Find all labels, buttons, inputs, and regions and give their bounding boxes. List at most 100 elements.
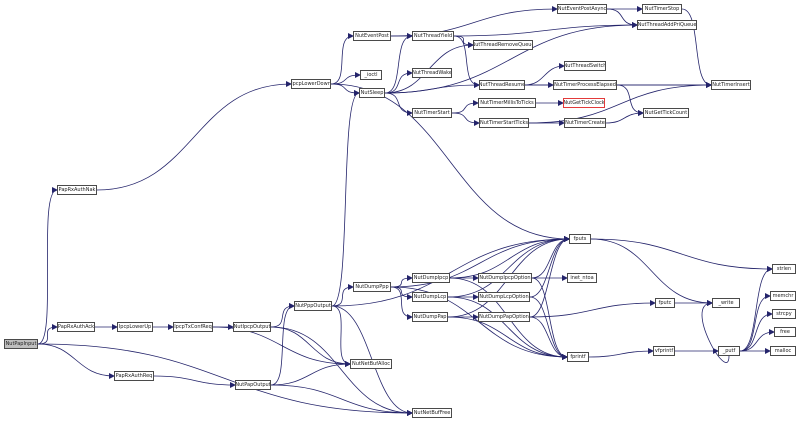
edge-nut-dump-pap-to-fprintf — [447, 316, 568, 360]
node-nut-dump-pap-option[interactable]: NutDumpPapOption — [478, 312, 530, 322]
node-free[interactable]: free — [774, 327, 796, 337]
node-nut-ppp-output[interactable]: NutPppOutput — [294, 301, 332, 311]
node-nut-event-post[interactable]: NutEventPost — [353, 31, 391, 41]
node-nut-event-post-async[interactable]: NutEventPostAsync — [557, 4, 607, 14]
edge-nut-dump-ppp-to-fputs — [390, 236, 570, 288]
node-ipcp-tx-conf-req[interactable]: IpcpTxConfReq — [173, 322, 213, 332]
node-ipcp-lower-down[interactable]: IpcpLowerDown — [291, 79, 331, 89]
edge-nut-timer-process-elapsed-to-nut-get-tick-count — [616, 84, 644, 116]
edge-nut-event-post-async-to-nut-thread-add-pri-queue — [606, 8, 638, 28]
edge-nut-dump-pap-option-to-fprintf — [529, 316, 568, 360]
edge-nut-dump-lcp-option-to-fprintf — [529, 296, 568, 360]
node-nut-thread-add-pri-queue[interactable]: NutThreadAddPriQueue — [637, 20, 697, 30]
edge-nut-timer-start-ticks-to-nut-timer-insert — [528, 82, 712, 124]
edge-fprintf-to-vfprintf — [588, 348, 654, 358]
node-nut-sleep[interactable]: NutSleep — [359, 88, 385, 98]
edge-nut-sleep-to-nut-timer-start — [384, 92, 413, 116]
node-pap-rx-auth-req[interactable]: PapRxAuthReq — [114, 371, 154, 381]
node-vfprintf[interactable]: vfprintf — [653, 346, 675, 356]
node-fprintf[interactable]: fprintf — [567, 352, 589, 362]
edge-nut-pap-input-to-pap-rx-auth-nak — [37, 187, 58, 345]
node-nut-dump-ipcp-option[interactable]: NutDumpIpcpOption — [478, 273, 532, 283]
node-nut-timer-process-elapsed[interactable]: NutTimerProcessElapsed — [553, 80, 617, 90]
node-strlen[interactable]: strlen — [772, 264, 796, 274]
edge-nut-pap-output-to-nut-ppp-output — [270, 303, 295, 386]
edge-u-putf-to-free — [739, 329, 775, 352]
edge-nut-ppp-output-to-nut-sleep — [331, 90, 360, 307]
node-nut-pap-input[interactable]: NutPapInput — [4, 339, 38, 349]
node-u-putf[interactable]: _putf — [718, 346, 740, 356]
node-nut-ipcp-output[interactable]: NutIpcpOutput — [233, 322, 271, 332]
edge-nut-thread-yield-to-nut-thread-add-pri-queue — [453, 22, 638, 37]
node-nut-timer-stop[interactable]: NutTimerStop — [642, 4, 682, 14]
node-nut-dump-pap[interactable]: NutDumpPap — [412, 312, 448, 322]
edge-nut-sleep-to-nut-thread-yield — [384, 33, 413, 94]
node-nut-dump-ipcp[interactable]: NutDumpIpcp — [412, 273, 450, 283]
edge-nut-ipcp-output-to-nut-ppp-output — [270, 303, 295, 328]
edge-nut-dump-lcp-to-fprintf — [447, 296, 568, 360]
edge-nut-dump-ppp-to-nut-dump-ipcp — [390, 275, 413, 288]
node-u-write[interactable]: _write — [712, 298, 740, 308]
node-pap-rx-auth-nak[interactable]: PapRxAuthNak — [57, 185, 97, 195]
edge-pap-rx-auth-req-to-nut-pap-output — [153, 375, 236, 388]
node-nut-timer-start-ticks[interactable]: NutTimerStartTicks — [479, 118, 529, 128]
edge-nut-pap-input-to-nut-net-buf-free — [37, 343, 413, 416]
edge-nut-dump-ipcp-to-fputs — [449, 236, 570, 279]
edge-nut-dump-lcp-to-fputs — [447, 236, 570, 298]
edge-nut-dump-pap-option-to-fputs — [529, 236, 570, 318]
edge-nut-timer-create-to-nut-get-tick-count — [605, 110, 644, 124]
node-nut-get-tick-clock[interactable]: NutGetTickClock — [563, 98, 605, 108]
node-nut-timer-millis-to-ticks[interactable]: NutTimerMillisToTicks — [478, 98, 536, 108]
node-nut-dump-lcp[interactable]: NutDumpLcp — [412, 292, 448, 302]
edge-nut-dump-ipcp-option-to-fprintf — [531, 277, 568, 360]
edge-nut-ppp-output-to-nut-net-buf-alloc — [331, 305, 351, 367]
node-nut-thread-switch[interactable]: NutThreadSwitch — [564, 61, 606, 71]
node-nut-timer-insert[interactable]: NutTimerInsert — [711, 80, 751, 90]
edge-nut-sleep-to-nut-thread-wake — [384, 70, 413, 94]
node-malloc[interactable]: malloc — [770, 346, 796, 356]
node-memchr[interactable]: memchr — [770, 291, 796, 301]
edge-nut-pap-output-to-nut-net-buf-free — [270, 384, 413, 416]
edge-u-putf-to-memchr — [739, 293, 771, 352]
node-nut-timer-create[interactable]: NutTimerCreate — [564, 118, 606, 128]
edge-nut-timer-start-to-nut-timer-millis-to-ticks — [451, 100, 479, 114]
node-nut-get-tick-count[interactable]: NutGetTickCount — [643, 108, 689, 118]
edge-ipcp-lower-down-to-nut-sleep — [330, 83, 360, 96]
edge-u-putf-to-strlen — [739, 266, 773, 352]
node-nut-thread-wake[interactable]: NutThreadWake — [412, 68, 452, 78]
edge-fputs-to-strlen — [590, 238, 773, 272]
edge-fputs-to-u-write — [590, 238, 713, 306]
node-nut-timer-start[interactable]: NutTimerStart — [412, 108, 452, 118]
node-ipcp-lower-up[interactable]: IpcpLowerUp — [117, 322, 153, 332]
node-inet-ntoa[interactable]: inet_ntoa — [567, 273, 597, 283]
edge-nut-pap-input-to-pap-rx-auth-ack — [37, 324, 58, 345]
edge-nut-dump-ipcp-option-to-fputs — [531, 236, 570, 279]
edge-nut-ppp-output-to-nut-dump-ppp — [331, 284, 354, 307]
node-nut-dump-lcp-option[interactable]: NutDumpLcpOption — [478, 292, 530, 302]
edge-nut-timer-stop-to-nut-timer-insert — [681, 8, 712, 88]
edge-u-putf-to-strcpy — [739, 311, 773, 352]
edge-nut-dump-lcp-option-to-fputs — [529, 236, 570, 298]
node-nut-net-buf-free[interactable]: NutNetBufFree — [412, 408, 452, 418]
edge-nut-thread-yield-to-nut-thread-resume — [453, 35, 480, 88]
edge-nut-thread-resume-to-nut-thread-switch — [524, 63, 565, 86]
edge-nut-pap-input-to-pap-rx-auth-req — [37, 343, 115, 379]
node-nut-thread-yield[interactable]: NutThreadYield — [412, 31, 454, 41]
node-u-ioctl[interactable]: _ioctl — [360, 70, 382, 80]
node-nut-dump-ppp[interactable]: NutDumpPpp — [353, 282, 391, 292]
node-fputs[interactable]: fputs — [569, 234, 591, 244]
node-nut-thread-remove-queue[interactable]: NutThreadRemoveQueue — [473, 40, 533, 50]
edge-nut-sleep-to-nut-thread-add-pri-queue — [384, 22, 638, 94]
node-pap-rx-auth-ack[interactable]: PapRxAuthAck — [57, 322, 95, 332]
edge-nut-dump-pap-option-to-fputc — [529, 300, 656, 318]
edge-ipcp-lower-down-to-nut-event-post — [330, 33, 354, 85]
edge-nut-ipcp-output-to-nut-net-buf-alloc — [270, 326, 351, 367]
node-fputc[interactable]: fputc — [655, 298, 675, 308]
node-nut-pap-output[interactable]: NutPapOutput — [235, 380, 271, 390]
edge-nut-ppp-output-to-fputs — [331, 236, 570, 307]
node-strcpy[interactable]: strcpy — [772, 309, 796, 319]
node-nut-net-buf-alloc[interactable]: NutNetBufAlloc — [350, 359, 392, 369]
node-nut-thread-resume[interactable]: NutThreadResume — [479, 80, 525, 90]
